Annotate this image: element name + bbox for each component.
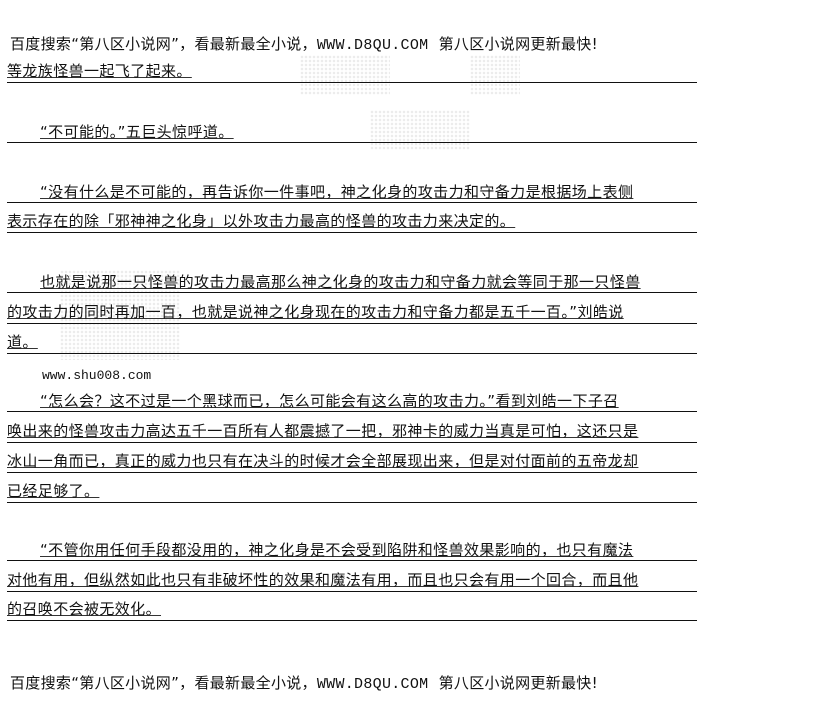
site-watermark: www.shu008.com (42, 368, 152, 383)
banner-text: 百度搜索“第八区小说网”，看最新最全小说， (10, 35, 317, 53)
banner-suffix: 第八区小说网更新最快! (428, 674, 598, 692)
text-line: “不可能的。”五巨头惊呼道。 (7, 121, 697, 143)
scan-noise (470, 55, 520, 95)
text-line: “没有什么是不可能的，再告诉你一件事吧，神之化身的攻击力和守备力是根据场上表侧 (7, 181, 697, 203)
text-line: “不管你用任何手段都没用的，神之化身是不会受到陷阱和怪兽效果影响的，也只有魔法 (7, 539, 697, 561)
banner-url[interactable]: WWW.D8QU.COM (316, 676, 429, 693)
text-line: 对他有用，但纵然如此也只有非破坏性的效果和魔法有用，而且也只会有用一个回合，而且… (7, 569, 697, 592)
text-line: 冰山一角而已，真正的威力也只有在决斗的时候才会全部展现出来，但是对付面前的五帝龙… (7, 450, 697, 473)
text-line: 的攻击力的同时再加一百，也就是说神之化身现在的攻击力和守备力都是五千一百。”刘皓… (7, 301, 697, 324)
scan-noise (370, 110, 470, 150)
text-line: 道。 (7, 331, 697, 354)
scan-noise (300, 55, 390, 95)
bottom-banner: 百度搜索“第八区小说网”，看最新最全小说，WWW.D8QU.COM 第八区小说网… (10, 672, 598, 693)
text-line: “怎么会？这不过是一个黑球而已，怎么可能会有这么高的攻击力。”看到刘皓一下子召 (7, 390, 697, 412)
top-banner: 百度搜索“第八区小说网”，看最新最全小说，WWW.D8QU.COM 第八区小说网… (10, 33, 598, 54)
banner-url[interactable]: WWW.D8QU.COM (316, 37, 429, 54)
scan-noise (60, 270, 180, 360)
text-line: 已经足够了。 (7, 480, 697, 503)
text-line: 唤出来的怪兽攻击力高达五千一百所有人都震撼了一把，邪神卡的威力当真是可怕，这还只… (7, 420, 697, 443)
text-line: 等龙族怪兽一起飞了起来。 (7, 60, 697, 83)
banner-suffix: 第八区小说网更新最快! (428, 35, 598, 53)
text-line: 也就是说那一只怪兽的攻击力最高那么神之化身的攻击力和守备力就会等同于那一只怪兽 (7, 271, 697, 293)
text-line: 的召唤不会被无效化。 (7, 598, 697, 621)
banner-text: 百度搜索“第八区小说网”，看最新最全小说， (10, 674, 317, 692)
text-line: 表示存在的除「邪神神之化身」以外攻击力最高的怪兽的攻击力来决定的。 (7, 210, 697, 233)
